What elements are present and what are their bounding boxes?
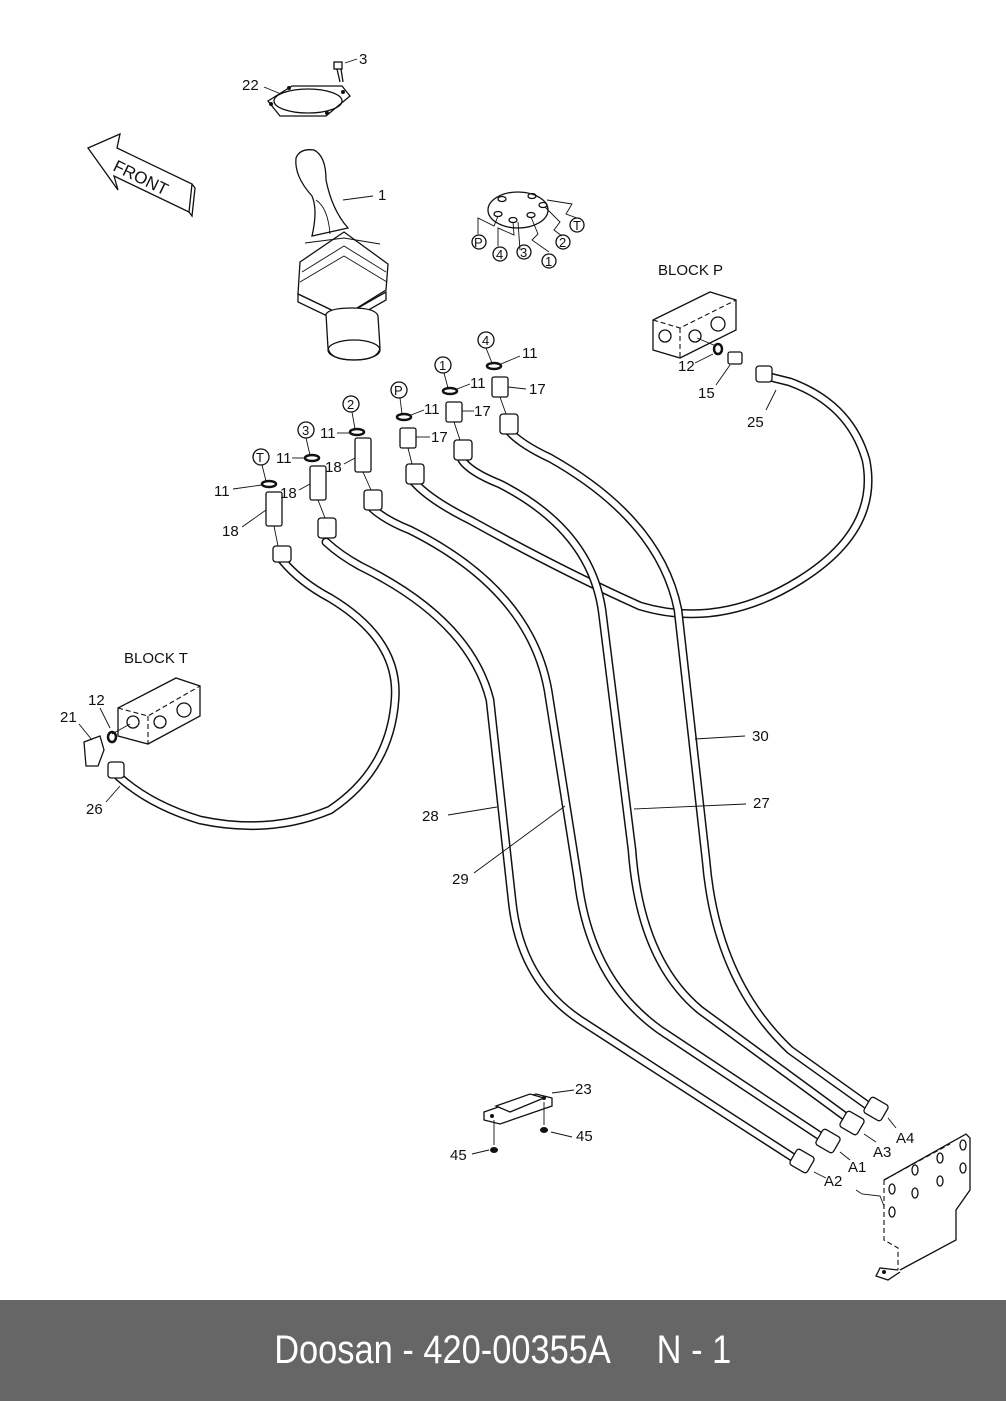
callout-18-3: 18 — [280, 485, 297, 502]
callout-27: 27 — [753, 795, 770, 812]
callout-11-3: 11 — [276, 450, 292, 467]
block-p-label: BLOCK P — [658, 262, 723, 279]
callout-11-p: 11 — [424, 401, 440, 418]
hose-end-fittings — [789, 1096, 897, 1179]
port-tag-p: P — [394, 383, 403, 398]
block-t-label: BLOCK T — [124, 650, 188, 667]
hose-fittings — [272, 413, 519, 563]
callout-30: 30 — [752, 728, 769, 745]
port-legend-t: T — [573, 218, 581, 233]
port-legend-3: 3 — [520, 245, 527, 260]
gasket-part-22 — [267, 85, 351, 117]
front-arrow-icon: FRONT — [87, 132, 196, 218]
callout-22: 22 — [242, 77, 259, 94]
port-tag-1: 1 — [439, 358, 446, 373]
fitting-15 — [727, 351, 743, 365]
callout-18-2: 18 — [325, 459, 342, 476]
callout-11-t: 11 — [214, 483, 230, 500]
callout-45-right: 45 — [576, 1128, 593, 1145]
hose-25-nut — [755, 365, 773, 383]
port-legend-p: P — [474, 235, 483, 250]
callout-17-4: 17 — [529, 381, 546, 398]
port-legend-2: 2 — [559, 235, 566, 250]
callout-28: 28 — [422, 808, 439, 825]
bolt-part-3 — [333, 61, 344, 83]
valve-bracket — [855, 1133, 971, 1281]
callout-12-p: 12 — [678, 358, 695, 375]
callout-3: 3 — [359, 51, 367, 68]
callout-15: 15 — [698, 385, 715, 402]
port-tag-t: T — [256, 450, 264, 465]
callout-26: 26 — [86, 801, 103, 818]
callout-25: 25 — [747, 414, 764, 431]
joystick-part-1 — [295, 149, 389, 361]
port-tags: T 3 2 P 1 4 — [252, 331, 495, 482]
callout-12-t: 12 — [88, 692, 105, 709]
port-tag-2: 2 — [347, 397, 354, 412]
port-tag-4: 4 — [482, 333, 489, 348]
footer-bar: Doosan - 420-00355A N - 1 — [0, 1300, 1006, 1401]
block-p — [652, 291, 737, 359]
callout-23: 23 — [575, 1081, 592, 1098]
hose-28 — [321, 537, 805, 1167]
hose-26-nut — [107, 761, 125, 779]
port-legend-4: 4 — [496, 247, 503, 262]
callout-11-4: 11 — [522, 345, 538, 362]
part-number-caption: Doosan - 420-00355A N - 1 — [274, 1328, 732, 1372]
port-legend-labels: P 4 3 1 2 T — [471, 217, 585, 269]
port-a4-label: A4 — [896, 1130, 914, 1147]
port-a3-label: A3 — [873, 1144, 891, 1161]
port-a2-label: A2 — [824, 1173, 842, 1190]
o-ring-12-t — [106, 730, 118, 744]
plate-part-23 — [483, 1093, 553, 1153]
port-layout-legend — [477, 191, 578, 253]
callout-45-left: 45 — [450, 1147, 467, 1164]
o-rings-11 — [260, 361, 503, 489]
callout-18-t: 18 — [222, 523, 239, 540]
port-tag-3: 3 — [302, 423, 309, 438]
o-ring-12-p — [712, 342, 724, 356]
block-t — [111, 677, 201, 745]
adapters — [265, 376, 509, 547]
port-legend-1: 1 — [545, 254, 552, 269]
callout-29: 29 — [452, 871, 469, 888]
callout-11-2: 11 — [320, 425, 336, 442]
hose-group — [113, 371, 879, 1167]
callout-21: 21 — [60, 709, 77, 726]
callout-1: 1 — [378, 187, 386, 204]
parts-diagram: 3 22 FRONT 1 P 4 3 1 2 T — [60, 51, 971, 1281]
elbow-21 — [83, 735, 105, 767]
callout-17-1: 17 — [474, 403, 491, 420]
callout-17-p: 17 — [431, 429, 448, 446]
port-a1-label: A1 — [848, 1159, 866, 1176]
callout-11-1: 11 — [470, 375, 486, 392]
fitting-callouts: 11 11 11 11 11 11 18 18 18 17 17 17 — [214, 345, 546, 540]
